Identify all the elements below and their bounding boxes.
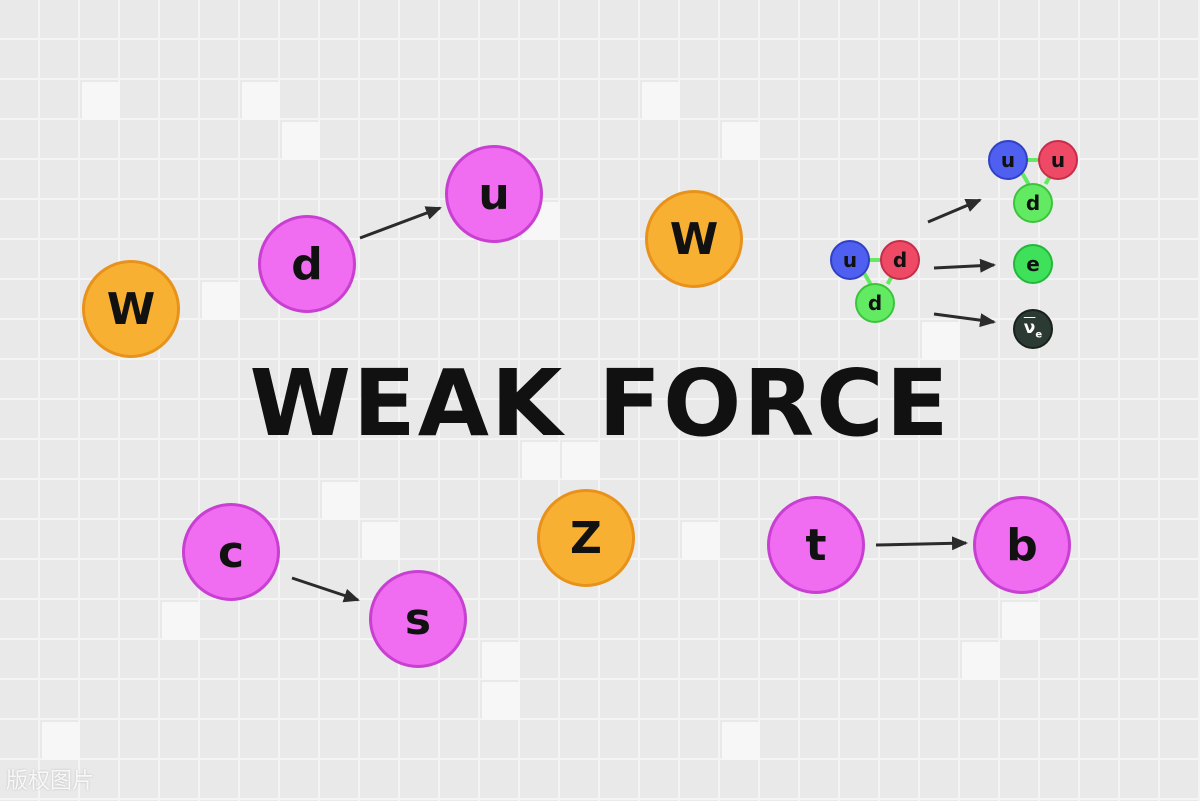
top-quark: t <box>767 496 865 594</box>
proton-up-quark-2: u <box>1038 140 1078 180</box>
arrow-c-to-s <box>291 576 360 603</box>
grid-tile <box>242 82 280 120</box>
grid-tile <box>42 722 80 760</box>
bottom-quark: b <box>973 496 1071 594</box>
grid-tile <box>482 682 520 720</box>
quark-label: u <box>1050 148 1066 172</box>
grid-tile <box>282 122 320 160</box>
grid-tile <box>482 642 520 680</box>
quark-label: d <box>867 291 883 315</box>
quark-label: u <box>1000 148 1016 172</box>
down-quark-label: d <box>291 238 323 290</box>
z-boson-label: Z <box>570 512 602 564</box>
grid-tile <box>562 442 600 480</box>
grid-tile <box>202 282 240 320</box>
arrow-neutron-to-electron <box>933 258 996 273</box>
strange-quark: s <box>369 570 467 668</box>
grid-tile <box>722 722 760 760</box>
w-boson-left: W <box>82 260 180 358</box>
antineutrino-label: νe <box>1024 318 1042 340</box>
arrow-neutron-to-proton <box>927 198 982 224</box>
grid-tile <box>962 642 1000 680</box>
gluon-link <box>866 258 882 262</box>
grid-tile <box>722 122 760 160</box>
neutron-down-quark-2: d <box>855 283 895 323</box>
electron-label: e <box>1026 252 1040 276</box>
neutron-up-quark: u <box>830 240 870 280</box>
neutron-down-quark-1: d <box>880 240 920 280</box>
watermark: 版权图片 <box>6 769 95 794</box>
top-quark-label: t <box>805 519 827 571</box>
w-boson-mid: W <box>645 190 743 288</box>
antineutrino-symbol: ν <box>1023 317 1036 338</box>
grid-tile <box>522 442 560 480</box>
antineutrino-subscript: e <box>1035 329 1043 341</box>
bottom-quark-label: b <box>1006 519 1038 571</box>
w-boson-label: W <box>669 213 719 265</box>
electron: e <box>1013 244 1053 284</box>
proton-up-quark-1: u <box>988 140 1028 180</box>
proton-down-quark: d <box>1013 183 1053 223</box>
arrow-neutron-to-antineutrino <box>933 312 996 328</box>
quark-label: d <box>892 248 908 272</box>
electron-antineutrino: νe <box>1013 309 1053 349</box>
strange-quark-label: s <box>404 593 432 645</box>
grid-tile <box>682 522 720 560</box>
quark-label: u <box>842 248 858 272</box>
grid-tile <box>322 482 360 520</box>
gluon-link <box>1024 158 1040 162</box>
down-quark-top: d <box>258 215 356 313</box>
page-title: WEAK FORCE <box>249 350 951 457</box>
arrow-t-to-b <box>875 536 968 551</box>
grid-tile <box>1002 602 1040 640</box>
up-quark-label: u <box>478 168 510 220</box>
arrow-d-to-u <box>359 206 442 240</box>
grid-tile <box>362 522 400 560</box>
charm-quark-label: c <box>217 526 245 578</box>
grid-tile <box>162 602 200 640</box>
up-quark-top: u <box>445 145 543 243</box>
grid-tile <box>82 82 120 120</box>
w-boson-label: W <box>106 283 156 335</box>
z-boson: Z <box>537 489 635 587</box>
quark-label: d <box>1025 191 1041 215</box>
grid-tile <box>642 82 680 120</box>
charm-quark: c <box>182 503 280 601</box>
grid-tile <box>922 322 960 360</box>
